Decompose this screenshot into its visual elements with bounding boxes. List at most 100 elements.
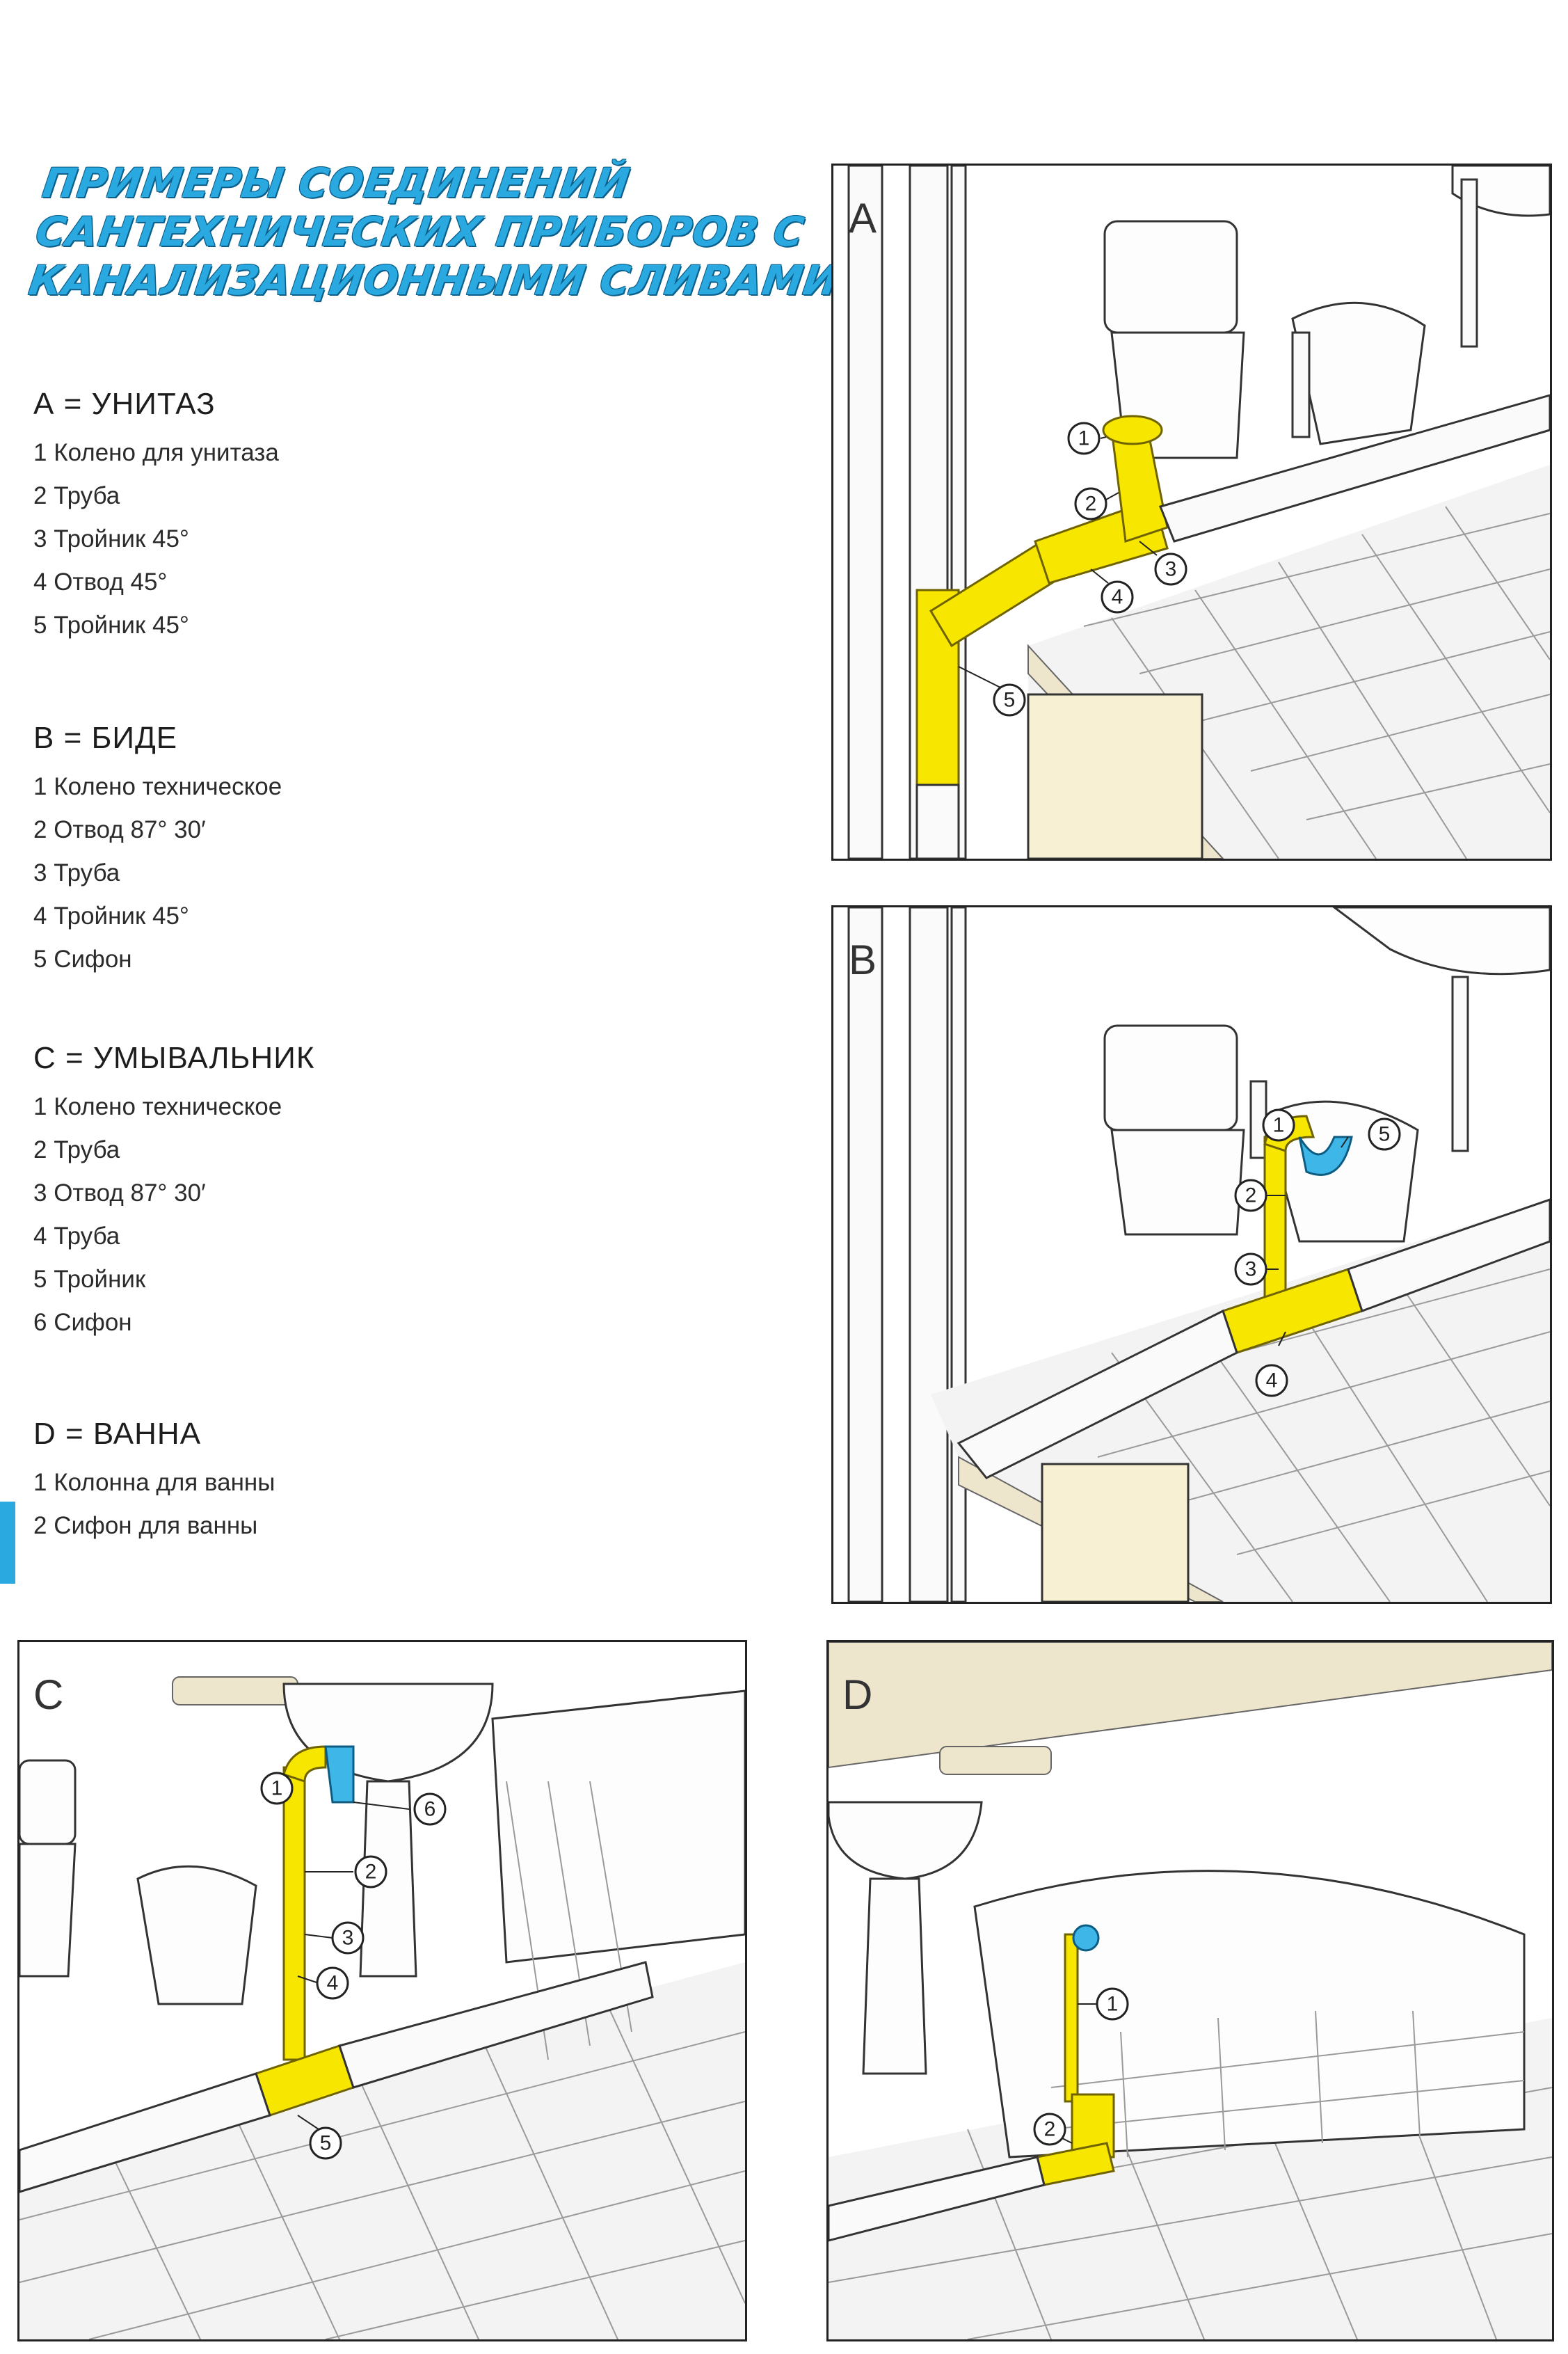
panel-c: C 1 6 2 3 4 5 <box>17 1640 747 2341</box>
cabinet <box>1027 693 1203 859</box>
drain-main <box>829 2156 1046 2242</box>
legend-heading: В = БИДЕ <box>33 721 178 755</box>
wall-shelf <box>172 1676 298 1705</box>
callout-5: 5 <box>297 2115 342 2160</box>
legend-item: 2 Труба <box>33 1136 120 1163</box>
ceiling-edge <box>829 1642 1552 1769</box>
legend-item: 3 Тройник 45° <box>33 525 189 552</box>
panel-c-illustration: C 1 6 2 3 4 5 <box>19 1642 745 2339</box>
svg-text:5: 5 <box>1004 689 1016 712</box>
basin-drain-pipe <box>282 1766 306 2061</box>
svg-text:1: 1 <box>1078 427 1090 450</box>
cabinet <box>1041 1463 1190 1602</box>
legend-item: 3 Труба <box>33 859 120 886</box>
legend-item: 1 Колено техническое <box>33 1093 282 1120</box>
callout-4: 4 <box>1090 568 1134 614</box>
drain-main <box>957 1309 1238 1479</box>
legend-section-c: С = УМЫВАЛЬНИК 1 Колено техническое 2 Тр… <box>33 1041 659 1344</box>
callout-3: 3 <box>304 1921 365 1955</box>
bathtub <box>973 1870 1526 2158</box>
svg-text:2: 2 <box>1085 493 1097 516</box>
panel-label: C <box>33 1671 63 1718</box>
title-line-1: Примеры соединений <box>40 159 633 207</box>
page-title: Примеры соединений сантехнических прибор… <box>26 159 842 305</box>
riser-pipe <box>847 166 883 859</box>
callout-4: 4 <box>297 1966 349 2000</box>
drain-main <box>19 2072 271 2193</box>
legend-section-a: А = УНИТАЗ 1 Колено для унитаза 2 Труба … <box>33 387 659 647</box>
callout-1: 1 <box>1078 1987 1129 2021</box>
panel-d: D 1 2 <box>826 1640 1554 2341</box>
svg-text:4: 4 <box>1266 1369 1278 1392</box>
legend-heading: С = УМЫВАЛЬНИК <box>33 1041 315 1075</box>
panel-label: D <box>842 1671 872 1718</box>
callout-5: 5 <box>958 666 1026 717</box>
legend-item: 4 Тройник 45° <box>33 902 189 930</box>
bath-overflow <box>1072 1924 1100 1952</box>
basin-pedestal <box>862 1877 927 2075</box>
legend-section-b: В = БИДЕ 1 Колено техническое 2 Отвод 87… <box>33 721 659 981</box>
legend-item: 1 Колено техническое <box>33 773 282 800</box>
legend-item: 2 Отвод 87° 30′ <box>33 816 206 843</box>
svg-text:1: 1 <box>1107 1993 1119 2016</box>
title-line-3: канализационными сливами <box>26 257 842 304</box>
wall-shelf <box>939 1746 1052 1775</box>
panel-label: A <box>849 195 877 241</box>
legend-item: 5 Сифон <box>33 946 132 973</box>
callout-1: 1 <box>1262 1108 1295 1142</box>
bidet-siphon <box>1298 1136 1353 1176</box>
panel-b: B 1 5 2 3 4 <box>831 905 1552 1604</box>
riser-pipe <box>909 907 949 1602</box>
toilet-tank <box>1103 220 1238 334</box>
panel-a: A 1 2 3 4 5 <box>831 164 1552 861</box>
svg-text:3: 3 <box>1165 558 1177 581</box>
callout-2: 2 <box>1033 2113 1073 2146</box>
legend-section-d: D = ВАННА 1 Колонна для ванны 2 Сифон дл… <box>33 1417 659 1548</box>
legend-item: 5 Тройник <box>33 1266 146 1293</box>
callout-2: 2 <box>1074 487 1119 520</box>
callout-5: 5 <box>1341 1118 1401 1151</box>
callout-1: 1 <box>260 1772 294 1805</box>
callout-4: 4 <box>1255 1331 1288 1397</box>
callout-6: 6 <box>353 1792 447 1826</box>
legend-item: 1 Колено для унитаза <box>33 439 279 466</box>
bidet <box>136 1865 257 2005</box>
legend-item: 2 Труба <box>33 482 120 509</box>
svg-text:3: 3 <box>342 1927 354 1950</box>
svg-text:2: 2 <box>365 1861 377 1884</box>
accent-bar <box>0 1502 15 1584</box>
panel-d-illustration: D 1 2 <box>829 1642 1552 2339</box>
toilet-elbow <box>1102 415 1163 445</box>
toilet-bowl <box>1110 1129 1245 1236</box>
legend-item: 4 Отвод 45° <box>33 568 168 596</box>
legend-item: 4 Труба <box>33 1223 120 1250</box>
tiled-floor <box>19 1962 745 2339</box>
riser-pipe <box>847 907 883 1602</box>
panel-label: B <box>849 937 877 983</box>
legend-item: 5 Тройник 45° <box>33 612 189 639</box>
callout-2: 2 <box>1234 1179 1286 1212</box>
legend-item: 1 Колонна для ванны <box>33 1469 275 1496</box>
callout-1: 1 <box>1067 422 1107 455</box>
svg-text:4: 4 <box>1112 586 1123 609</box>
svg-text:5: 5 <box>1379 1123 1391 1146</box>
callout-2: 2 <box>305 1855 387 1888</box>
legend-heading: D = ВАННА <box>33 1417 202 1451</box>
svg-text:1: 1 <box>271 1777 283 1800</box>
legend-item: 3 Отвод 87° 30′ <box>33 1179 206 1207</box>
toilet-tank <box>19 1759 77 1845</box>
bathtub-tiles <box>1050 2010 1525 2158</box>
svg-text:5: 5 <box>320 2132 332 2155</box>
legend-item: 2 Сифон для ванны <box>33 1512 258 1539</box>
legend-item: 6 Сифон <box>33 1309 132 1336</box>
bidet <box>1291 301 1426 445</box>
floor-grid <box>19 1996 745 2339</box>
bathtub <box>491 1689 745 1964</box>
bath-column <box>1064 1933 1079 2103</box>
floor-grid <box>1083 506 1550 859</box>
bidet-drain-pipe <box>1263 1136 1287 1312</box>
panel-b-illustration: B 1 5 2 3 4 <box>833 907 1550 1602</box>
title-line-2: сантехнических приборов с <box>33 208 808 255</box>
basin-pedestal <box>359 1780 417 1978</box>
svg-text:2: 2 <box>1044 2118 1056 2141</box>
